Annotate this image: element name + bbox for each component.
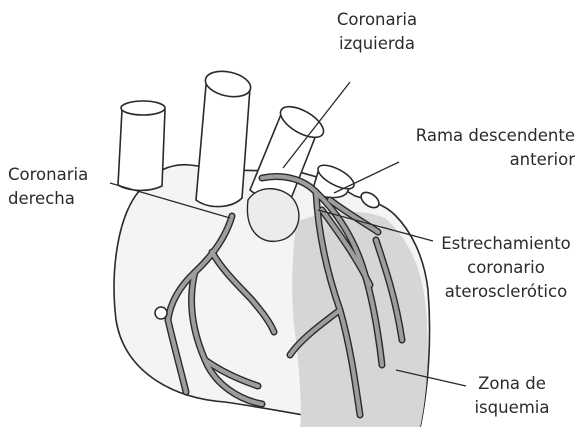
vessel-aorta — [196, 85, 250, 207]
label-rama-descendente: Rama descendente anterior — [385, 124, 575, 172]
vessel-superior-vena-cava — [118, 110, 165, 190]
label-coronaria-derecha: Coronaria derecha — [8, 163, 118, 211]
label-coronaria-izquierda: Coronaria izquierda — [322, 8, 432, 56]
right-atrium — [247, 189, 298, 242]
vessel-superior-vena-cava-opening — [121, 101, 165, 115]
label-estrechamiento: Estrechamiento coronario aterosclerótico — [431, 232, 581, 304]
label-zona-isquemia: Zona de isquemia — [462, 372, 562, 420]
artery-loop — [155, 307, 167, 319]
